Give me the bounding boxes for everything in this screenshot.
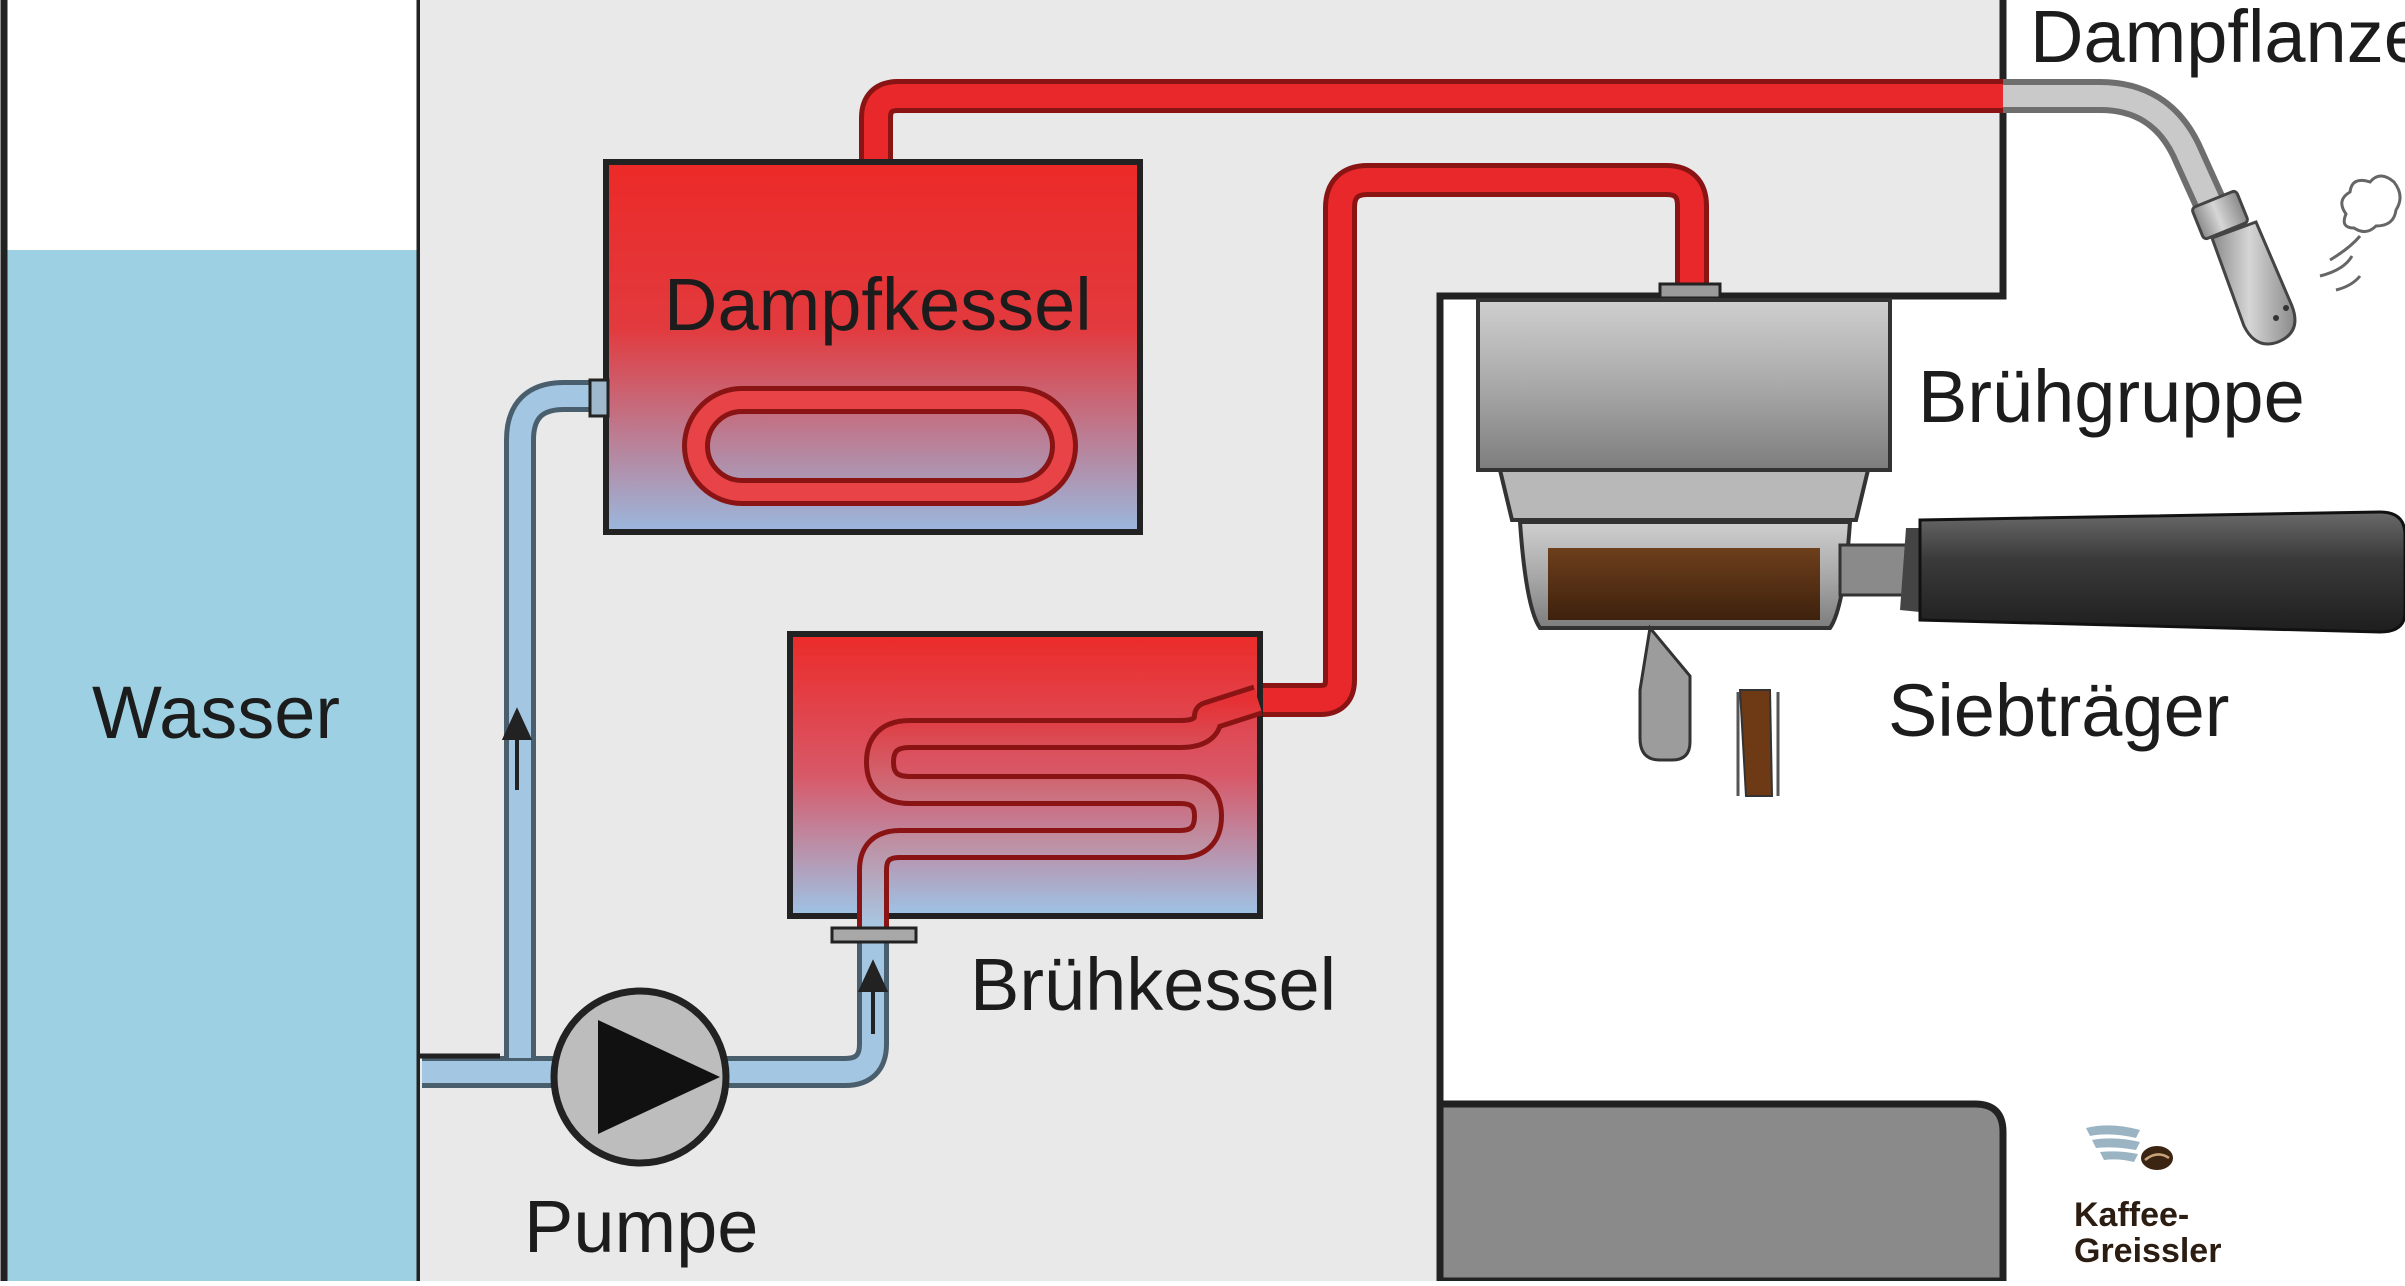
steam-wand-tip [2210, 220, 2297, 346]
brew-boiler-inlet [830, 926, 918, 944]
coffee-grounds [1548, 548, 1820, 620]
portafilter-spout [1638, 624, 1692, 762]
water-label: Wasser [92, 671, 340, 754]
kaffee-greissler-logo: Kaffee- Greissler [2074, 1125, 2221, 1270]
hot-water-pipes [859, 79, 2003, 717]
water-tank [0, 0, 424, 1281]
logo-line-2: Greissler [2074, 1232, 2221, 1270]
portafilter-label: Siebträger [1888, 669, 2229, 752]
steam-boiler-inlet [588, 378, 610, 418]
arrow-head-icon [501, 707, 533, 740]
steam-wand-nut [2191, 189, 2249, 241]
brew-boiler-label: Brühkessel [970, 943, 1336, 1026]
steam-wand: Dampflanze [2003, 0, 2405, 346]
pump [550, 987, 730, 1167]
steam-cloud-icon [2319, 174, 2402, 292]
brew-group-head [1476, 298, 1892, 472]
brew-boiler: Brühkessel [787, 631, 1336, 1026]
coffee-bean-icon [2141, 1146, 2173, 1170]
drip-tray [1436, 1100, 2007, 1285]
portafilter: Siebträger [1517, 510, 2405, 797]
logo-line-1: Kaffee- [2074, 1196, 2189, 1234]
brew-group-label: Brühgruppe [1918, 355, 2305, 438]
steam-wand-label: Dampflanze [2030, 0, 2405, 78]
brew-group: Brühgruppe [1476, 282, 2305, 522]
pump-label: Pumpe [524, 1185, 758, 1268]
water-fill [4, 250, 422, 1281]
flow-arrows [501, 707, 889, 1034]
pump-play-icon [598, 1020, 720, 1134]
steam-wand-pipe [2003, 85, 2225, 217]
steam-boiler-label: Dampfkessel [664, 263, 1092, 346]
portafilter-handle [1918, 510, 2405, 634]
steam-boiler: Dampfkessel [588, 159, 1143, 535]
wing-icon [2086, 1125, 2140, 1162]
cold-water-pipes [420, 380, 889, 1088]
coffee-stream [1738, 689, 1774, 797]
